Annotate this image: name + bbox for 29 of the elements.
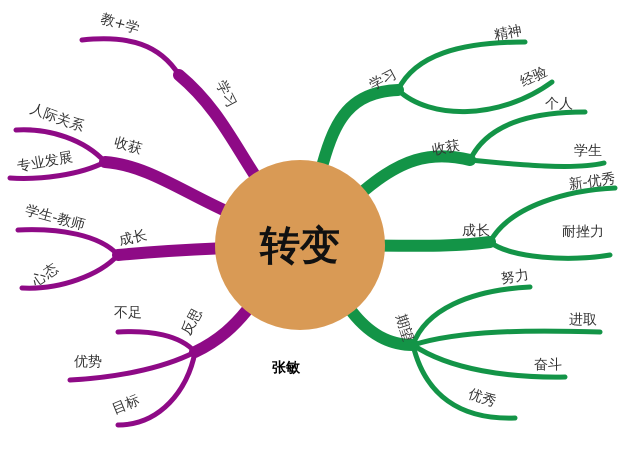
branch-label: 耐挫力 [561,224,605,240]
branch-label: 不足 [113,305,143,321]
branch-label: 收获 [111,134,145,158]
branch-label: 优势 [73,354,103,370]
branch-label: 学习 [212,77,240,111]
branch-label: 成长 [116,227,150,249]
branch-label: 奋斗 [533,357,563,373]
branch-label: 优秀 [465,386,499,410]
branch-label: 经验 [517,63,551,91]
branch-label: 收获 [430,138,462,158]
branch-label: 学生-教师 [22,202,88,234]
branch-label: 学生 [573,143,603,159]
branch-label: 进取 [568,312,598,328]
branch-label: 成长 [461,223,491,239]
branch-label: 人际关系 [27,100,87,136]
branch-label: 学习 [366,66,400,94]
central-topic-circle: 转变 [215,160,385,330]
author-name: 张敏 [272,359,300,377]
branch-label: 心态 [28,260,62,290]
branch-label: 努力 [499,267,531,287]
branch-label: 目标 [109,392,143,418]
branch-label: 期望 [392,311,416,345]
branch-label: 新-优秀 [566,170,618,194]
branch-label: 精神 [492,22,524,44]
branch-line [358,150,476,197]
branch-label: 个人 [544,96,574,112]
branch-label: 反思 [178,305,206,339]
branch-label: 教+学 [98,10,142,38]
branch-label: 专业发展 [15,149,75,175]
